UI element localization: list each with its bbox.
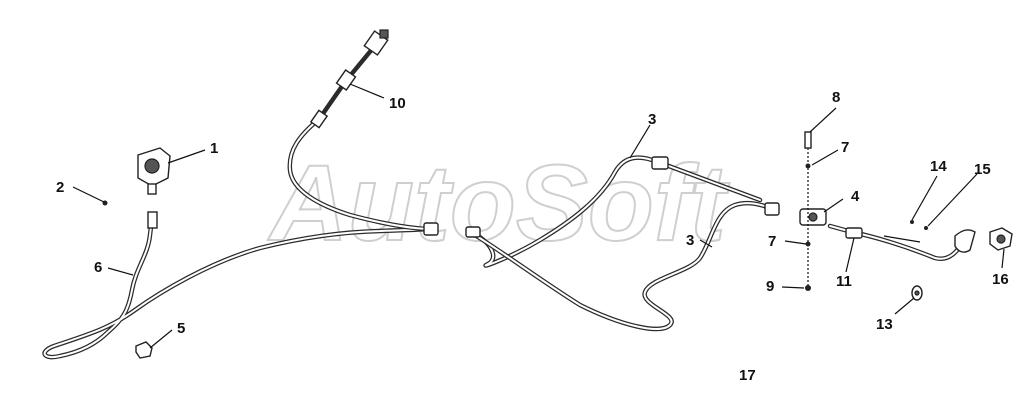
fitting-6	[147, 211, 158, 229]
hose-3-upper	[467, 155, 763, 268]
coupling-right	[764, 202, 780, 216]
part-5-clip	[135, 341, 153, 359]
callout-3-upper: 3	[648, 111, 656, 128]
parts-7-8-9	[804, 131, 812, 291]
callout-10: 10	[389, 95, 406, 112]
part-10-connector	[309, 29, 389, 129]
callout-17: 17	[739, 367, 756, 384]
callout-6: 6	[94, 259, 102, 276]
hose-10-line	[287, 117, 431, 232]
callout-7-lower: 7	[768, 233, 776, 250]
callout-7-upper: 7	[841, 139, 849, 156]
callout-5: 5	[177, 320, 185, 337]
part-13-clamp	[911, 285, 923, 301]
coupling-mid	[465, 226, 481, 238]
part-1-sensor	[137, 147, 171, 195]
part-16-cap	[954, 227, 1013, 253]
part-4-tee	[799, 208, 827, 226]
part-11-fitting	[845, 227, 863, 239]
hose-11	[827, 223, 968, 262]
callout-15: 15	[974, 161, 991, 178]
callout-2: 2	[56, 179, 64, 196]
callout-14: 14	[930, 158, 947, 175]
hose-6	[42, 215, 431, 360]
leader-lines	[72, 83, 1005, 349]
callout-9: 9	[766, 278, 774, 295]
callout-3-lower: 3	[686, 232, 694, 249]
coupling-upper	[651, 156, 669, 170]
callout-13: 13	[876, 316, 893, 333]
callout-4: 4	[851, 188, 860, 205]
coupling-left	[423, 222, 439, 236]
part-14	[910, 220, 914, 224]
callout-16: 16	[992, 271, 1009, 288]
callout-8: 8	[832, 89, 840, 106]
hose-3-lower	[467, 200, 773, 332]
part-14-strip	[883, 235, 921, 243]
callout-1: 1	[210, 140, 218, 157]
part-15	[924, 226, 928, 230]
callout-11: 11	[836, 273, 852, 290]
